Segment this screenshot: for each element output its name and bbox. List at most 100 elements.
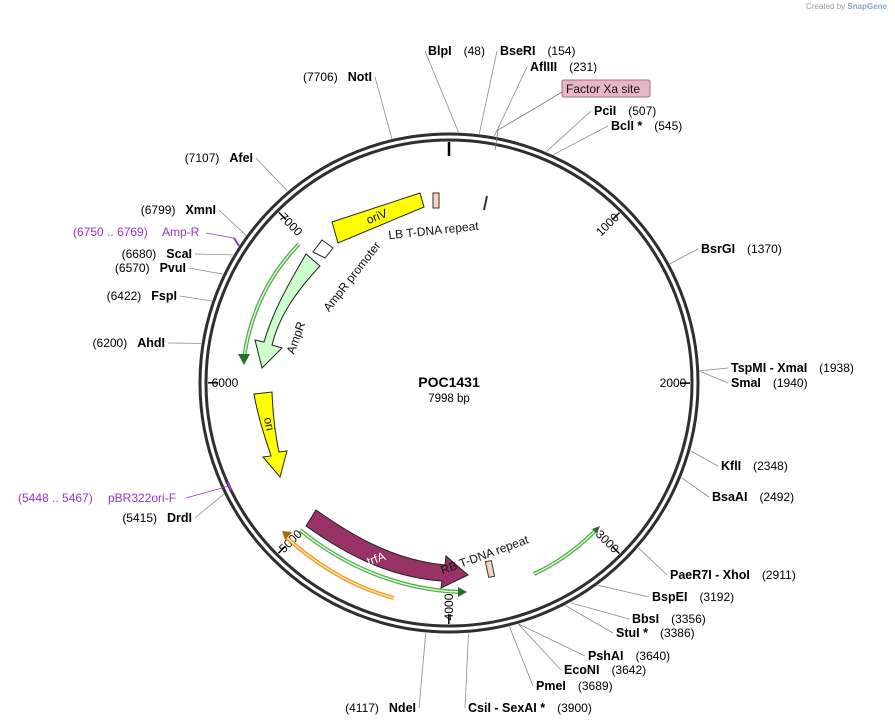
enzyme-leader-csii-sexai	[464, 633, 469, 709]
enzyme-site-bsrgi[interactable]: BsrGI (1370)	[701, 242, 782, 256]
enzyme-position: (1940)	[773, 376, 808, 390]
orf-trfA-inner	[299, 529, 461, 593]
orf-right-inner	[533, 529, 597, 575]
tick-mark-7000	[278, 211, 287, 220]
tick-mark-5000	[277, 545, 287, 554]
enzyme-leader-xmni	[218, 209, 247, 236]
enzyme-site-pmei[interactable]: PmeI(3689)	[536, 679, 613, 693]
enzyme-leader-pcii	[546, 110, 592, 152]
enzyme-site-ndei[interactable]: NdeI (4117)	[345, 701, 416, 715]
feature-ampr-promoter[interactable]	[312, 239, 334, 259]
enzyme-site-xmni[interactable]: XmnI(6799)	[141, 203, 216, 217]
orf-alt-head	[282, 531, 292, 540]
factor-xa-label: Factor Xa site	[566, 82, 640, 96]
enzyme-site-csii-sexai[interactable]: CsiI - SexAI * (3900)	[468, 701, 592, 715]
lb-tdna-marker	[483, 195, 488, 211]
enzyme-leader-scai	[194, 253, 234, 256]
factor-xa-annotation[interactable]: Factor Xa site	[494, 79, 651, 151]
orf-ampR-inner	[243, 243, 300, 359]
enzyme-position: (545)	[654, 119, 682, 133]
enzyme-site-pshai[interactable]: PshAI (3640)	[588, 649, 670, 663]
feature-lb-tdna-repeat-label: LB T-DNA repeat	[388, 219, 480, 242]
tick-label-2000: 2000	[660, 376, 687, 390]
enzyme-site-ahdi[interactable]: AhdI(6200)	[93, 336, 165, 350]
plasmid-name: POC1431	[418, 374, 480, 390]
enzyme-leader-afei	[255, 157, 288, 192]
feature-ori-label: ori	[261, 416, 277, 432]
primer-amp-r-mark	[233, 237, 240, 247]
orf-alt-inner	[285, 536, 395, 599]
enzyme-site-smai[interactable]: SmaI(1940)	[731, 376, 808, 390]
snapgene-watermark: Created by SnapGene	[806, 2, 887, 11]
enzyme-site-bsaai[interactable]: BsaAI (2492)	[712, 490, 794, 504]
primer-pbr322ori-f-name: pBR322ori-F	[108, 491, 176, 505]
enzyme-position: (7107)	[185, 151, 220, 165]
feature-rb-tdna-repeat[interactable]	[484, 559, 496, 579]
enzyme-name: PciI	[594, 104, 616, 118]
feature-ampR[interactable]	[254, 253, 321, 369]
enzyme-site-fspi[interactable]: FspI(6422)	[107, 289, 177, 303]
enzyme-position: (4117)	[345, 701, 379, 715]
enzyme-site-afliii[interactable]: AflIII (231)	[530, 60, 597, 74]
enzyme-site-bbsi[interactable]: BbsI(3356)	[632, 612, 706, 626]
backbone-inner	[204, 138, 694, 628]
enzyme-site-bspei[interactable]: BspEI(3192)	[652, 590, 734, 604]
enzyme-position: (3900)	[557, 701, 592, 715]
enzyme-position: (2492)	[759, 490, 794, 504]
enzyme-site-drdi[interactable]: DrdI(5415)	[122, 511, 192, 525]
enzyme-site-noti[interactable]: NotI(7706)	[303, 70, 372, 84]
enzyme-position: (3356)	[671, 612, 706, 626]
primer-pbr322ori-f-mark	[227, 481, 232, 491]
enzyme-site-pcii[interactable]: PciI(507)	[594, 104, 656, 118]
enzyme-site-pvui[interactable]: PvuI(6570)	[115, 261, 186, 275]
enzyme-leader-paer7i-xhoi	[638, 547, 668, 576]
feature-trfA[interactable]	[305, 509, 469, 589]
enzyme-leader-bsrgi	[669, 248, 699, 265]
enzyme-name: PshAI	[588, 649, 623, 663]
enzyme-site-econi[interactable]: EcoNI(3642)	[564, 663, 646, 677]
enzyme-name: BsaAI	[712, 490, 747, 504]
enzyme-site-tspmi-xmai[interactable]: TspMI - XmaI(1938)	[731, 361, 854, 375]
enzyme-position: (154)	[547, 44, 575, 58]
enzyme-site-kfli[interactable]: KflI(2348)	[721, 459, 788, 473]
enzyme-name: NdeI	[389, 701, 416, 715]
factor-xa-leader	[494, 91, 563, 151]
enzyme-name: AflIII	[530, 60, 557, 74]
enzyme-site-scai[interactable]: ScaI(6680)	[122, 247, 192, 261]
enzyme-site-paer7i-xhoi[interactable]: PaeR7I - XhoI (2911)	[670, 568, 796, 582]
backbone-outer	[198, 132, 700, 634]
enzyme-site-afei[interactable]: AfeI(7107)	[185, 151, 253, 165]
enzyme-position: (231)	[569, 60, 597, 74]
enzyme-position: (3640)	[635, 649, 670, 663]
enzyme-name: ScaI	[166, 247, 192, 261]
enzyme-position: (2911)	[762, 568, 796, 582]
feature-rb-tdna-repeat-label: RB T-DNA repeat	[439, 532, 531, 577]
enzyme-name: BsrGI	[701, 242, 735, 256]
enzyme-name: EcoNI	[564, 663, 599, 677]
enzyme-leader-kfli	[690, 450, 719, 467]
feature-ampR-label: AmpR	[284, 319, 309, 355]
enzyme-name: KflI	[721, 459, 741, 473]
watermark-created-by: Created by	[806, 2, 846, 11]
feature-oriV[interactable]	[331, 192, 425, 244]
feature-lb-tdna-repeat[interactable]	[432, 192, 440, 209]
enzyme-name: PaeR7I - XhoI	[670, 568, 750, 582]
enzyme-name: PvuI	[160, 261, 186, 275]
enzyme-site-bcli[interactable]: BclI *(545)	[611, 119, 682, 133]
enzyme-leader-ndei	[418, 632, 427, 709]
enzyme-leader-blpi	[424, 50, 459, 133]
primer-amp-r-name: Amp-R	[162, 225, 200, 239]
enzyme-leader-pshai	[518, 623, 586, 657]
enzyme-position: (1370)	[747, 242, 782, 256]
enzyme-leader-afliii	[493, 66, 528, 137]
feature-ori[interactable]	[253, 391, 288, 479]
orf-ampR-head	[238, 354, 250, 365]
tick-label-6000: 6000	[212, 376, 239, 390]
enzyme-site-blpi[interactable]: BlpI(48)	[428, 44, 485, 58]
primer-amp-r-range: (6750 .. 6769)	[73, 225, 148, 239]
enzyme-leader-pmei	[509, 626, 534, 687]
enzyme-site-stui[interactable]: StuI *(3386)	[616, 626, 695, 640]
enzyme-site-bseri[interactable]: BseRI(154)	[500, 44, 575, 58]
enzyme-name: FspI	[151, 289, 177, 303]
enzyme-name: CsiI - SexAI *	[468, 701, 545, 715]
